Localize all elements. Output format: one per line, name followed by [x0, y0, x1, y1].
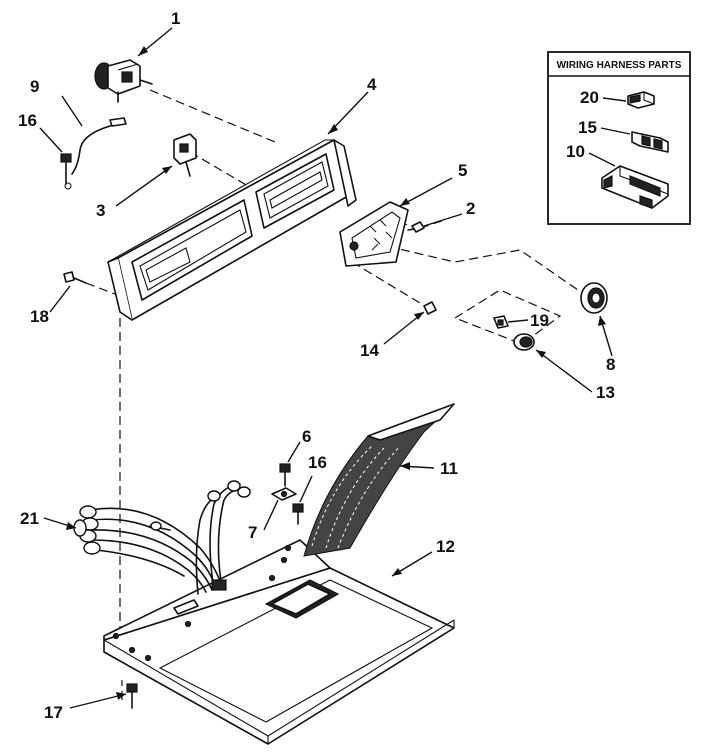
switch-1-icon — [94, 59, 153, 103]
callout-7: 7 — [248, 523, 257, 542]
screw-16-upper-icon — [60, 153, 72, 190]
screw-17-icon — [126, 683, 138, 709]
screw-2-icon — [407, 221, 425, 233]
connector-15-icon — [631, 131, 669, 153]
wiring-bundle-21 — [73, 480, 251, 595]
callout-1: 1 — [171, 9, 180, 28]
inset-title: WIRING HARNESS PARTS — [557, 60, 682, 71]
callout-21: 21 — [20, 509, 39, 528]
assembly-lines — [85, 89, 579, 700]
callout-20: 20 — [580, 88, 599, 107]
wire-harness-11 — [303, 403, 455, 557]
clip-19-icon — [493, 315, 509, 329]
connector-20-icon — [627, 91, 655, 109]
callout-16-upper: 16 — [18, 111, 37, 130]
callout-3: 3 — [96, 201, 105, 220]
callout-11: 11 — [440, 459, 458, 478]
screw-14-icon — [423, 301, 437, 315]
knob-8-icon — [580, 282, 608, 314]
switch-3-icon — [173, 133, 197, 177]
callout-15: 15 — [578, 118, 597, 137]
leader-arrows — [39, 27, 613, 709]
callout-13: 13 — [596, 383, 615, 402]
control-board-5-icon — [339, 201, 409, 267]
callout-17: 17 — [44, 703, 63, 722]
callout-18: 18 — [30, 307, 49, 326]
callout-4: 4 — [367, 75, 377, 94]
screw-18-icon — [63, 271, 87, 284]
bracket-7-icon — [271, 487, 297, 501]
callout-5: 5 — [458, 161, 467, 180]
callout-2: 2 — [466, 199, 475, 218]
wiring-harness-inset: WIRING HARNESS PARTS 20 15 10 — [547, 51, 691, 225]
screw-16-lower-icon — [292, 503, 304, 525]
connector-10-icon — [601, 165, 669, 209]
callout-6: 6 — [302, 427, 311, 446]
knob-13-icon — [513, 333, 535, 351]
callout-19: 19 — [530, 311, 549, 330]
callout-9: 9 — [30, 77, 39, 96]
screw-6-icon — [279, 463, 291, 487]
callout-10: 10 — [566, 142, 585, 161]
callout-14: 14 — [360, 341, 379, 360]
console-panel — [107, 139, 357, 321]
callout-8: 8 — [606, 355, 615, 374]
callout-labels: 1 9 16 4 3 5 2 18 14 19 8 13 6 16 11 7 1… — [18, 9, 615, 722]
callout-12: 12 — [436, 537, 455, 556]
wire-9-icon — [71, 117, 127, 175]
callout-16-lower: 16 — [308, 453, 327, 472]
